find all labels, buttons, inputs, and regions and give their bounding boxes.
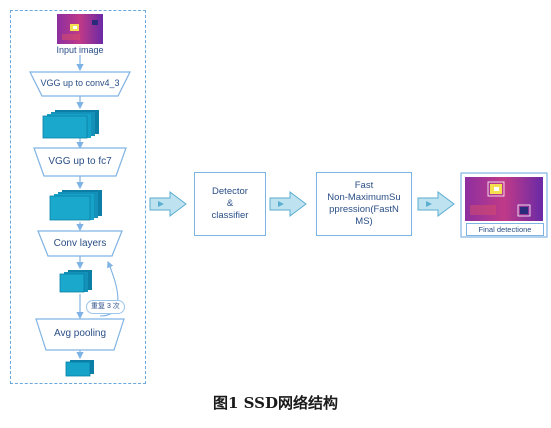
feature-map-stack-3 [59, 270, 92, 293]
feature-map-stack-2 [49, 190, 102, 221]
feature-map-stack-1 [42, 110, 99, 139]
flow-arrow-2 [269, 191, 307, 217]
vgg-conv4-label: VGG up to conv4_3 [40, 78, 120, 88]
conv-layers-label: Conv layers [53, 238, 107, 249]
detector-classifier-box: Detector & classifier [194, 172, 266, 236]
flow-arrow-1 [149, 191, 187, 217]
feature-map-stack-4 [65, 360, 94, 377]
fast-nms-box: Fast Non-MaximumSu ppression(FastN MS) [316, 172, 412, 236]
input-image-thumbnail [57, 14, 103, 44]
avg-pooling-stage [35, 318, 125, 351]
repeat-badge: 重复 3 次 [86, 300, 125, 314]
vgg-conv4-stage [29, 71, 131, 97]
vgg-fc7-label: VGG up to fc7 [48, 156, 112, 167]
backbone-group [10, 10, 146, 384]
input-image-label: Input image [56, 45, 104, 55]
conv-layers-stage [37, 230, 123, 257]
flow-arrow-3 [417, 191, 455, 217]
avg-pooling-label: Avg pooling [53, 328, 107, 339]
figure-caption: 图1 SSD网络结构 [212, 394, 338, 412]
vgg-fc7-stage [33, 147, 127, 177]
final-detection-label: Final detectione [466, 223, 544, 236]
